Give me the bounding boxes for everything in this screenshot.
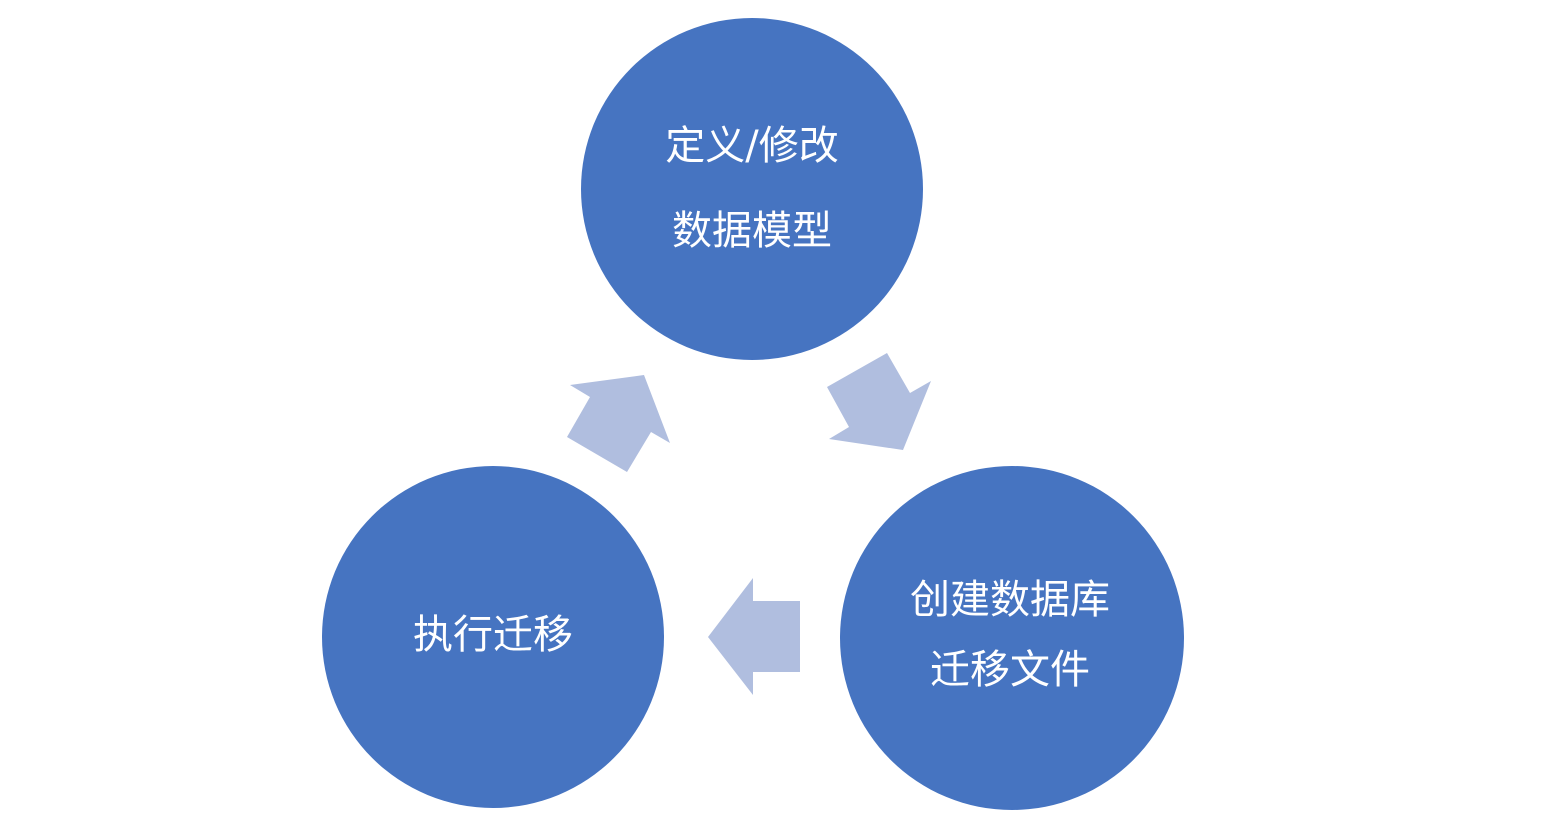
arrow-define-to-create [827,353,931,450]
node-execute-migration: 执行迁移 [322,466,664,808]
node-label-line: 执行迁移 [413,612,573,658]
node-label-line: 数据模型 [672,208,832,254]
arrow-execute-to-define [567,375,670,472]
node-label-line: 创建数据库 [910,577,1110,623]
node-define-model: 定义/修改 数据模型 [581,18,923,360]
arrow-create-to-execute [708,578,800,695]
node-circle [322,466,664,808]
node-label-line: 迁移文件 [930,647,1090,693]
node-circle [581,18,923,360]
node-create-migration-files: 创建数据库 迁移文件 [840,466,1184,810]
node-label-line: 定义/修改 [665,123,838,169]
node-circle [840,466,1184,810]
